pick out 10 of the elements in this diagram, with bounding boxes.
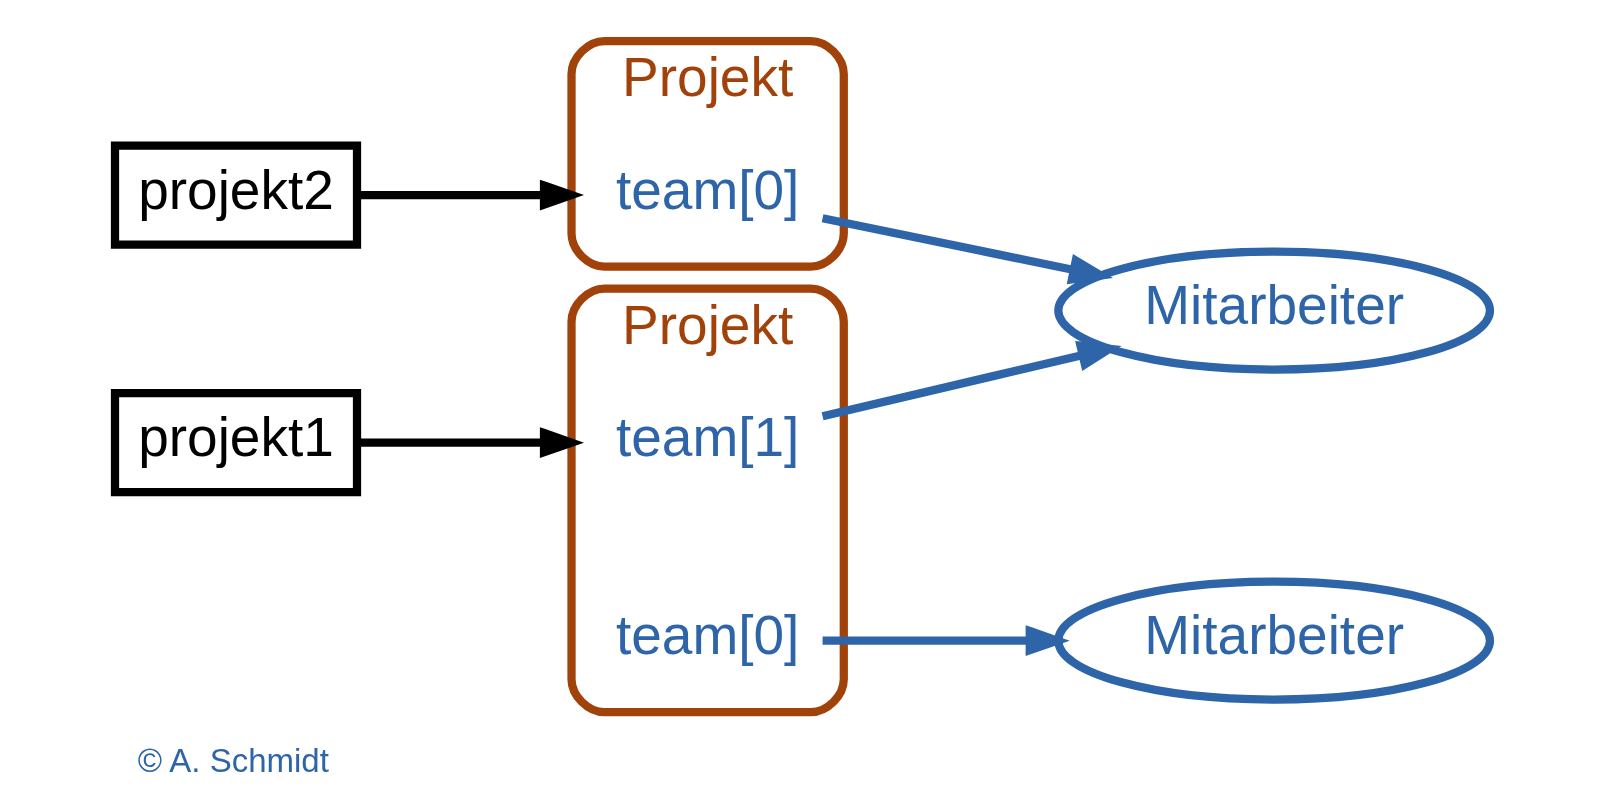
arrow — [822, 625, 1070, 657]
caption: © A. Schmidt — [137, 741, 329, 779]
arrow — [821, 340, 1122, 421]
node-text: team[1] — [615, 406, 799, 469]
node-ellipse: Mitarbeiter — [1053, 577, 1494, 704]
node-box: projekt2 — [110, 141, 361, 249]
arrow — [821, 214, 1113, 285]
node-text: team[0] — [615, 604, 799, 667]
node-box: projekt1 — [110, 389, 361, 497]
node-text: team[0] — [615, 158, 799, 221]
